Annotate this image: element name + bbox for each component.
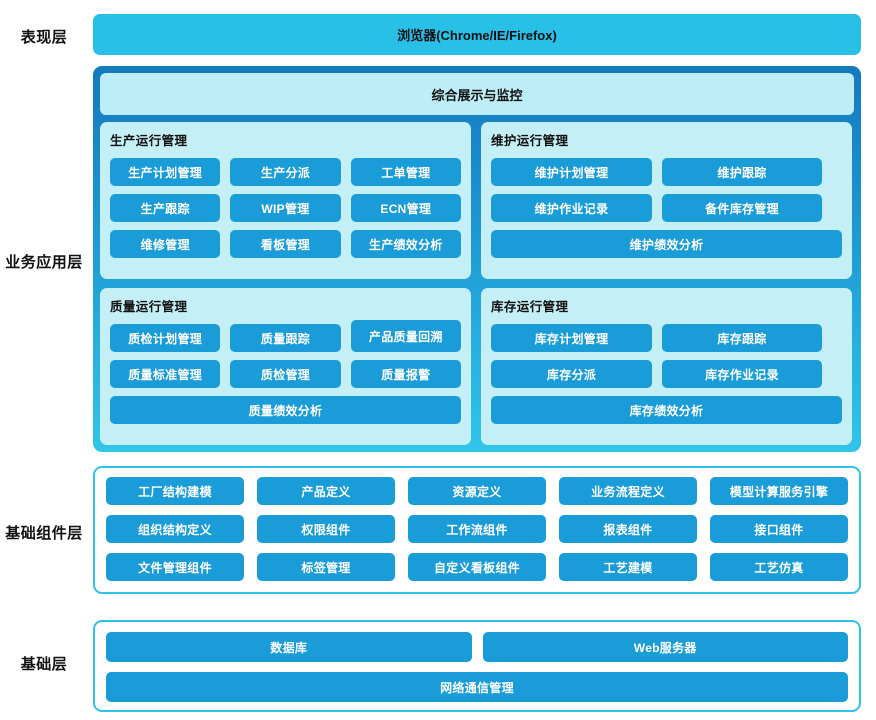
layer-label-presentation: 表现层 [20,29,68,46]
tile-report-component[interactable]: 报表组件 [559,515,697,543]
tile-row: 维护计划管理 维护跟踪 [491,158,842,186]
tile-row: 库存绩效分析 [491,396,842,424]
tile-process-modeling[interactable]: 工艺建模 [559,553,697,581]
tile-org-structure-definition[interactable]: 组织结构定义 [106,515,244,543]
tile-quality-standard[interactable]: 质量标准管理 [110,360,221,388]
tile-label-management[interactable]: 标签管理 [257,553,395,581]
tile-business-process-definition[interactable]: 业务流程定义 [559,477,697,505]
tile-quality-tracking[interactable]: 质量跟踪 [230,324,341,352]
tile-production-tracking[interactable]: 生产跟踪 [110,194,221,222]
tile-web-server[interactable]: Web服务器 [482,632,848,662]
tile-inventory-tracking[interactable]: 库存跟踪 [662,324,822,352]
component-grid: 工厂结构建模 产品定义 资源定义 业务流程定义 模型计算服务引擎 组织结构定义 … [106,477,848,581]
tile-repair-management[interactable]: 维修管理 [110,230,221,258]
tile-row: 质检计划管理 质量跟踪 产品质量回溯 [110,320,461,352]
tile-inventory-log[interactable]: 库存作业记录 [662,360,822,388]
panel-rows-inventory: 库存计划管理 库存跟踪 库存分派 库存作业记录 库存绩效分析 [491,324,842,424]
tile-production-performance[interactable]: 生产绩效分析 [350,230,461,258]
tile-permission-component[interactable]: 权限组件 [257,515,395,543]
tile-row: 库存计划管理 库存跟踪 [491,324,842,352]
browser-bar[interactable]: 浏览器(Chrome/IE/Firefox) [93,14,861,55]
tile-resource-definition[interactable]: 资源定义 [408,477,546,505]
tile-inventory-performance[interactable]: 库存绩效分析 [491,396,842,424]
tile-row: 维护绩效分析 [491,230,842,258]
tile-maintenance-plan[interactable]: 维护计划管理 [491,158,652,186]
tile-row: 质量绩效分析 [110,396,461,424]
tile-production-dispatch[interactable]: 生产分派 [230,158,341,186]
tile-work-order[interactable]: 工单管理 [350,158,461,186]
business-panel-grid: 生产运行管理 生产计划管理 生产分派 工单管理 生产跟踪 WIP管理 ECN管理… [100,122,854,445]
panel-rows-maintenance: 维护计划管理 维护跟踪 维护作业记录 备件库存管理 维护绩效分析 [491,158,842,258]
tile-custom-kanban-component[interactable]: 自定义看板组件 [408,553,546,581]
tile-row: 生产跟踪 WIP管理 ECN管理 [110,194,461,222]
tile-spare-parts-inventory[interactable]: 备件库存管理 [662,194,822,222]
panel-quality: 质量运行管理 质检计划管理 质量跟踪 产品质量回溯 质量标准管理 质检管理 质量… [100,288,471,445]
tile-ecn-management[interactable]: ECN管理 [350,194,461,222]
integrated-monitoring-bar[interactable]: 综合展示与监控 [100,73,854,115]
tile-maintenance-tracking[interactable]: 维护跟踪 [662,158,822,186]
tile-maintenance-performance[interactable]: 维护绩效分析 [491,230,842,258]
foundation-layer: 数据库 Web服务器 网络通信管理 [93,620,861,712]
tile-quality-inspection[interactable]: 质检管理 [230,360,341,388]
tile-quality-performance[interactable]: 质量绩效分析 [110,396,461,424]
tile-inventory-dispatch[interactable]: 库存分派 [491,360,652,388]
business-application-layer: 综合展示与监控 生产运行管理 生产计划管理 生产分派 工单管理 生产跟踪 WIP… [93,66,861,452]
base-component-layer: 工厂结构建模 产品定义 资源定义 业务流程定义 模型计算服务引擎 组织结构定义 … [93,466,861,594]
panel-inventory: 库存运行管理 库存计划管理 库存跟踪 库存分派 库存作业记录 库存绩效分析 [481,288,852,445]
tile-product-definition[interactable]: 产品定义 [257,477,395,505]
tile-row: 维修管理 看板管理 生产绩效分析 [110,230,461,258]
tile-inspection-plan[interactable]: 质检计划管理 [110,324,221,352]
panel-title-inventory: 库存运行管理 [491,300,569,314]
panel-title-maintenance: 维护运行管理 [491,134,569,148]
tile-row: 数据库 Web服务器 [106,632,848,662]
layer-label-components: 基础组件层 [5,525,83,542]
panel-title-production: 生产运行管理 [110,134,188,148]
tile-product-quality-traceability[interactable]: 产品质量回溯 [350,320,461,352]
tile-row: 维护作业记录 备件库存管理 [491,194,842,222]
tile-row: 质量标准管理 质检管理 质量报警 [110,360,461,388]
tile-quality-alarm[interactable]: 质量报警 [350,360,461,388]
tile-wip-management[interactable]: WIP管理 [230,194,341,222]
layer-label-business: 业务应用层 [5,254,83,271]
panel-maintenance: 维护运行管理 维护计划管理 维护跟踪 维护作业记录 备件库存管理 维护绩效分析 [481,122,852,279]
tile-row: 网络通信管理 [106,672,848,702]
tile-network-communication-management[interactable]: 网络通信管理 [106,672,848,702]
panel-production: 生产运行管理 生产计划管理 生产分派 工单管理 生产跟踪 WIP管理 ECN管理… [100,122,471,279]
tile-model-computation-engine[interactable]: 模型计算服务引擎 [710,477,848,505]
tile-row: 生产计划管理 生产分派 工单管理 [110,158,461,186]
tile-interface-component[interactable]: 接口组件 [710,515,848,543]
panel-title-quality: 质量运行管理 [110,300,188,314]
tile-production-plan[interactable]: 生产计划管理 [110,158,221,186]
tile-file-management-component[interactable]: 文件管理组件 [106,553,244,581]
tile-row: 库存分派 库存作业记录 [491,360,842,388]
tile-inventory-plan[interactable]: 库存计划管理 [491,324,652,352]
tile-database[interactable]: 数据库 [106,632,472,662]
tile-kanban-management[interactable]: 看板管理 [230,230,341,258]
tile-factory-structure-modeling[interactable]: 工厂结构建模 [106,477,244,505]
tile-maintenance-log[interactable]: 维护作业记录 [491,194,652,222]
tile-process-simulation[interactable]: 工艺仿真 [710,553,848,581]
tile-workflow-component[interactable]: 工作流组件 [408,515,546,543]
panel-rows-quality: 质检计划管理 质量跟踪 产品质量回溯 质量标准管理 质检管理 质量报警 质量绩效… [110,320,461,424]
panel-rows-production: 生产计划管理 生产分派 工单管理 生产跟踪 WIP管理 ECN管理 维修管理 看… [110,158,461,258]
layer-label-foundation: 基础层 [20,656,68,673]
